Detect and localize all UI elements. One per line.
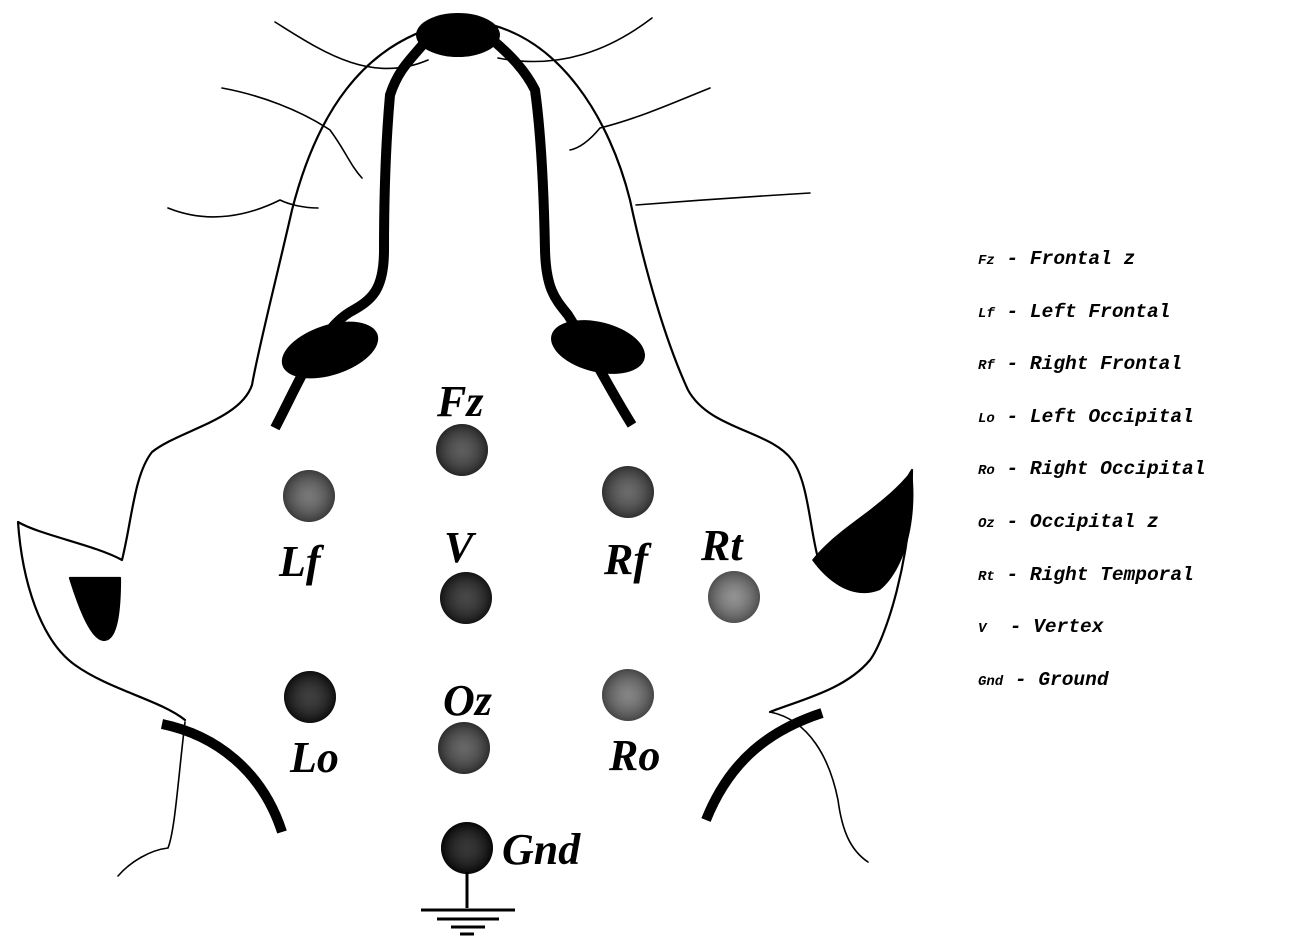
electrode-rf: Rf xyxy=(602,466,654,584)
electrode-oz: Oz xyxy=(438,676,492,774)
legend-item: Lf - Left Frontal xyxy=(978,297,1205,350)
dark-shapes xyxy=(162,13,913,832)
legend-item: Lo - Left Occipital xyxy=(978,402,1205,455)
legend-item: Rf - Right Frontal xyxy=(978,349,1205,402)
legend-item: Fz - Frontal z xyxy=(978,244,1205,297)
legend-separator: - xyxy=(995,406,1030,428)
legend-separator: - xyxy=(986,616,1033,638)
electrode-lo: Lo xyxy=(284,671,339,782)
electrode-gnd-label: Gnd xyxy=(502,825,581,874)
electrode-fz: Fz xyxy=(436,377,488,476)
legend-text: Left Occipital xyxy=(1030,406,1194,428)
legend-text: Right Temporal xyxy=(1030,564,1194,586)
electrode-ro-label: Ro xyxy=(608,731,660,780)
legend-abbr: Ro xyxy=(978,463,995,479)
electrode-rt: Rt xyxy=(700,521,760,623)
legend-item: Rt - Right Temporal xyxy=(978,560,1205,613)
legend-separator: - xyxy=(995,511,1030,533)
legend-separator: - xyxy=(1003,669,1038,691)
electrode-fz-label: Fz xyxy=(436,377,483,426)
electrode-v: V xyxy=(440,523,492,624)
legend-separator: - xyxy=(995,564,1030,586)
legend-separator: - xyxy=(995,458,1030,480)
legend-separator: - xyxy=(995,353,1030,375)
legend-item: V - Vertex xyxy=(978,612,1205,665)
electrode-ro: Ro xyxy=(602,669,660,780)
legend-text: Left Frontal xyxy=(1030,301,1170,323)
electrode-oz-label: Oz xyxy=(443,676,492,725)
legend-text: Occipital z xyxy=(1030,511,1159,533)
legend-abbr: Lf xyxy=(978,306,995,322)
legend-text: Frontal z xyxy=(1030,248,1135,270)
electrode-lo-label: Lo xyxy=(289,733,339,782)
ground-symbol xyxy=(421,872,515,934)
legend-abbr: Fz xyxy=(978,253,995,269)
legend: Fz - Frontal z Lf - Left Frontal Rf - Ri… xyxy=(978,244,1205,717)
electrode-rf-label: Rf xyxy=(603,535,652,584)
legend-abbr: Rf xyxy=(978,358,995,374)
legend-abbr: Lo xyxy=(978,411,995,427)
electrode-gnd: Gnd xyxy=(441,822,581,874)
legend-item: Gnd - Ground xyxy=(978,665,1205,718)
legend-item: Ro - Right Occipital xyxy=(978,454,1205,507)
legend-abbr: Gnd xyxy=(978,674,1003,690)
electrode-rt-label: Rt xyxy=(700,521,744,570)
legend-item: Oz - Occipital z xyxy=(978,507,1205,560)
legend-separator: - xyxy=(995,301,1030,323)
legend-abbr: Rt xyxy=(978,569,995,585)
legend-text: Right Frontal xyxy=(1030,353,1182,375)
electrode-lf-label: Lf xyxy=(278,537,325,586)
electrode-lf: Lf xyxy=(278,470,335,586)
legend-text: Ground xyxy=(1038,669,1108,691)
legend-text: Right Occipital xyxy=(1030,458,1206,480)
legend-abbr: Oz xyxy=(978,516,995,532)
legend-text: Vertex xyxy=(1033,616,1103,638)
electrode-v-label: V xyxy=(444,523,477,572)
legend-separator: - xyxy=(995,248,1030,270)
